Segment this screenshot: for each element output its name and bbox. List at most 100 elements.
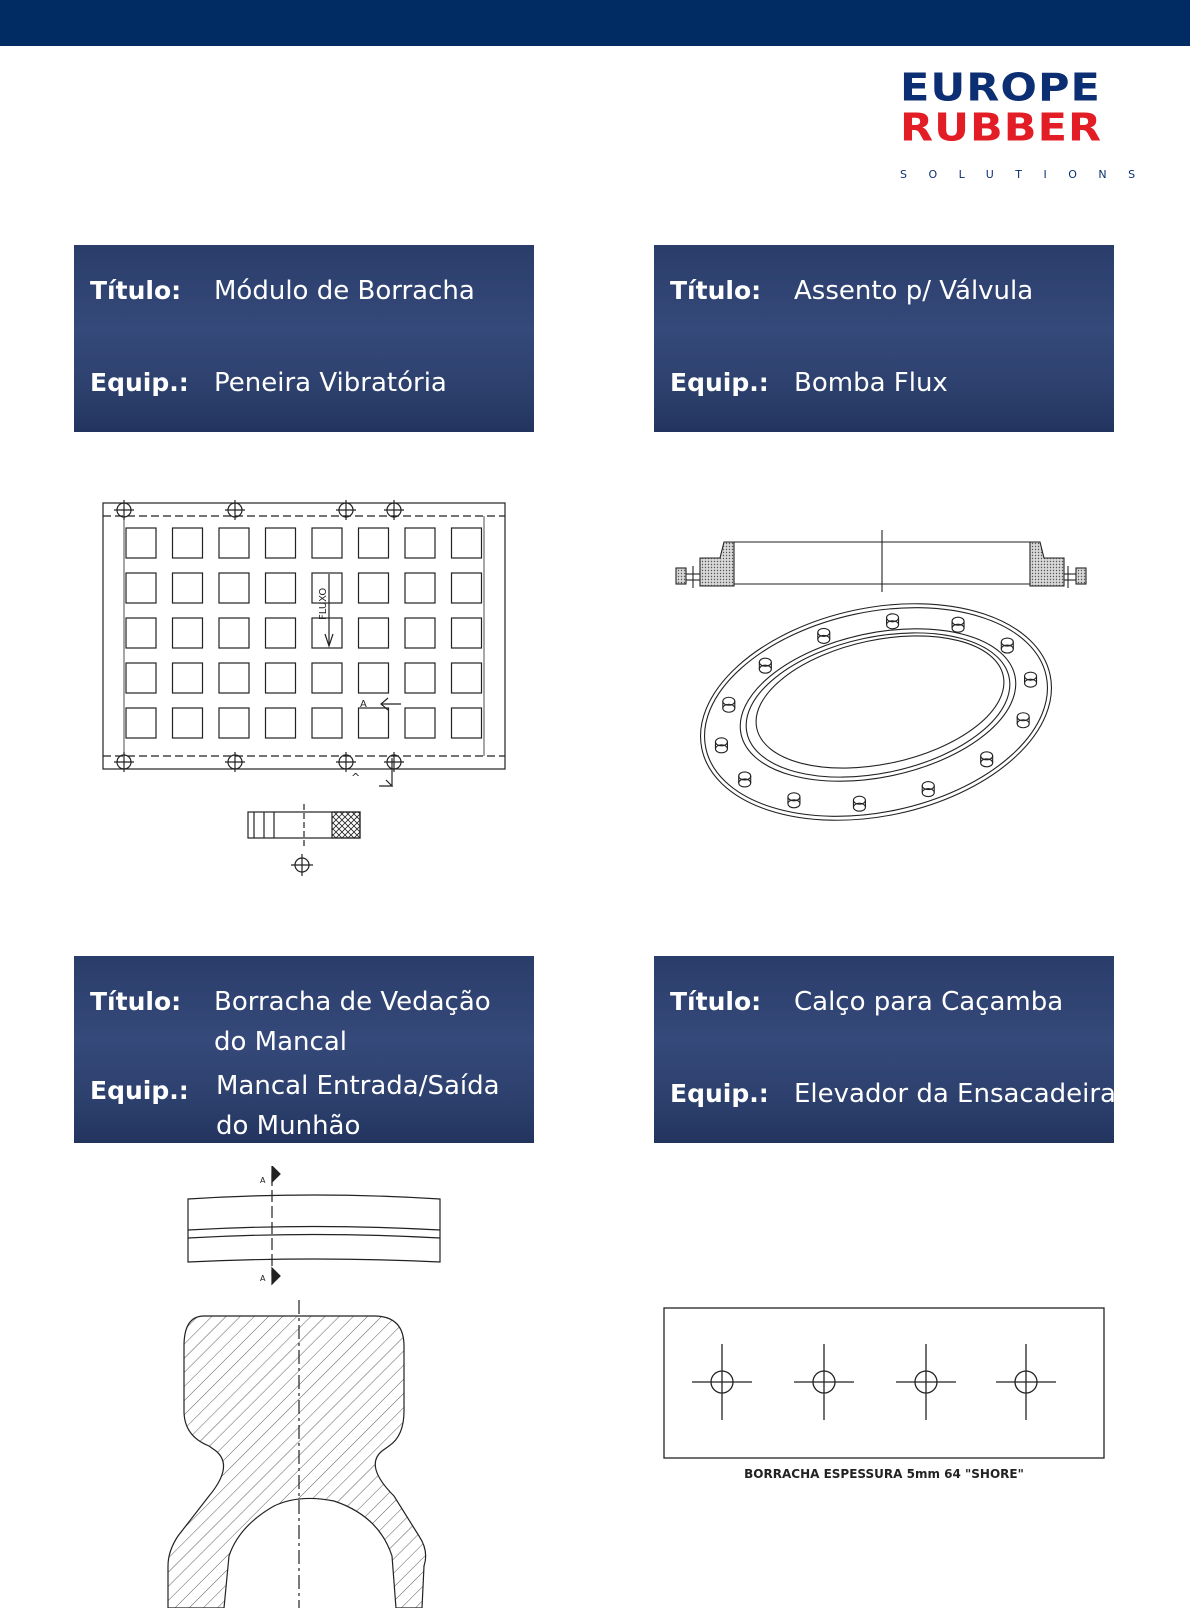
grid-opening: [171, 527, 204, 559]
grid-opening: [404, 572, 436, 604]
flange-hole: [1000, 637, 1014, 654]
europe-rubber-logo: EUROPE RUBBER SOLUTIONS: [900, 65, 1166, 181]
grid-opening: [404, 617, 436, 649]
title-label: Título:: [670, 987, 762, 1016]
title-value: Assento p/ Válvula: [794, 276, 1034, 306]
grid-opening: [311, 617, 343, 649]
bolt-symbol: [384, 500, 404, 520]
product-card-bucket-shim: Título: Calço para Caçamba Equip.: Eleva…: [654, 956, 1116, 1143]
grid-opening: [450, 527, 483, 559]
shim-hole: [692, 1344, 752, 1420]
flange-hole: [722, 696, 736, 713]
flow-label: FLUXO: [318, 588, 329, 620]
grid-opening: [264, 662, 297, 694]
flange-hole: [787, 792, 801, 809]
grid-opening: [125, 617, 157, 649]
section-label: A: [360, 699, 367, 710]
logo-tagline: SOLUTIONS: [900, 168, 1157, 181]
flange-hole: [921, 781, 935, 798]
section-label-top: A: [260, 1176, 266, 1185]
grid-opening: [171, 572, 204, 604]
section-label-bottom: A: [260, 1274, 266, 1283]
flange-hole: [758, 657, 772, 674]
grid-opening: [218, 662, 250, 694]
bolt-symbol: [225, 752, 245, 772]
equip-value: Elevador da Ensacadeira: [794, 1079, 1116, 1109]
bolt-symbol: [225, 500, 245, 520]
grid-opening: [311, 662, 343, 694]
material-caption: BORRACHA ESPESSURA 5mm 64 "SHORE": [744, 1467, 1024, 1481]
bolt-symbol: [336, 500, 356, 520]
grid-opening: [357, 662, 390, 694]
grid-opening: [125, 572, 157, 604]
grid-opening: [218, 527, 250, 559]
grid-opening: [218, 572, 250, 604]
product-card-valve-seat: Título: Assento p/ Válvula Equip.: Bomba…: [654, 245, 1114, 432]
flange-hole: [1016, 712, 1030, 729]
bucket-shim-drawing: BORRACHA ESPESSURA 5mm 64 "SHORE": [663, 1307, 1105, 1481]
bolt-symbol: [114, 752, 134, 772]
grid-opening: [311, 527, 343, 559]
grid-opening: [404, 527, 436, 559]
flange-hole: [817, 627, 831, 644]
grid-opening: [218, 617, 250, 649]
svg-text:^: ^: [351, 771, 360, 784]
grid-opening: [264, 572, 297, 604]
equip-value: Peneira Vibratória: [214, 368, 447, 398]
grid-opening: [125, 527, 157, 559]
flange-hole: [980, 751, 994, 768]
grid-opening: [125, 707, 157, 739]
title-label: Título:: [90, 987, 182, 1016]
shim-hole: [996, 1344, 1056, 1420]
flange-hole: [852, 795, 866, 812]
title-value: Calço para Caçamba: [794, 987, 1064, 1017]
grid-opening: [357, 707, 390, 739]
shim-hole: [794, 1344, 854, 1420]
equip-label: Equip.:: [90, 1076, 189, 1105]
bolt-symbol: [384, 752, 404, 772]
grid-opening: [450, 572, 483, 604]
flange-hole: [886, 613, 900, 630]
equip-label: Equip.:: [670, 368, 769, 397]
grid-opening: [357, 617, 390, 649]
bolt-symbol: [336, 752, 356, 772]
flange-hole: [1023, 671, 1038, 688]
valve-seat-drawing: [675, 530, 1087, 821]
flange-hole: [951, 616, 965, 633]
equip-label: Equip.:: [670, 1079, 769, 1108]
grid-opening: [404, 662, 436, 694]
grid-opening: [264, 707, 297, 739]
grid-opening: [450, 662, 483, 694]
product-card-rubber-module: Título: Módulo de Borracha Equip.: Penei…: [74, 245, 534, 432]
grid-opening: [311, 572, 343, 604]
bolt-symbol: [114, 500, 134, 520]
logo-europe-text: EUROPE: [900, 65, 1101, 111]
flange-hole: [738, 771, 752, 788]
grid-opening: [311, 707, 343, 739]
grid-opening: [171, 617, 204, 649]
grid-opening: [171, 662, 204, 694]
grid-opening: [264, 527, 297, 559]
grid-opening: [357, 527, 390, 559]
title-label: Título:: [670, 276, 762, 305]
grid-opening: [357, 572, 390, 604]
title-label: Título:: [90, 276, 182, 305]
grid-opening: [404, 707, 436, 739]
title-value: Módulo de Borracha: [214, 276, 475, 306]
grid-opening: [450, 707, 483, 739]
equip-value: Bomba Flux: [794, 368, 948, 398]
grid-opening: [450, 617, 483, 649]
shim-hole: [896, 1344, 956, 1420]
grid-opening: [125, 662, 157, 694]
equip-label: Equip.:: [90, 368, 189, 397]
top-bar: [0, 0, 1190, 46]
flange-hole: [714, 737, 729, 754]
logo-rubber-text: RUBBER: [900, 105, 1103, 151]
grid-opening: [171, 707, 204, 739]
bearing-seal-drawing: A A: [167, 1166, 441, 1608]
grid-opening: [218, 707, 250, 739]
grid-opening: [264, 617, 297, 649]
